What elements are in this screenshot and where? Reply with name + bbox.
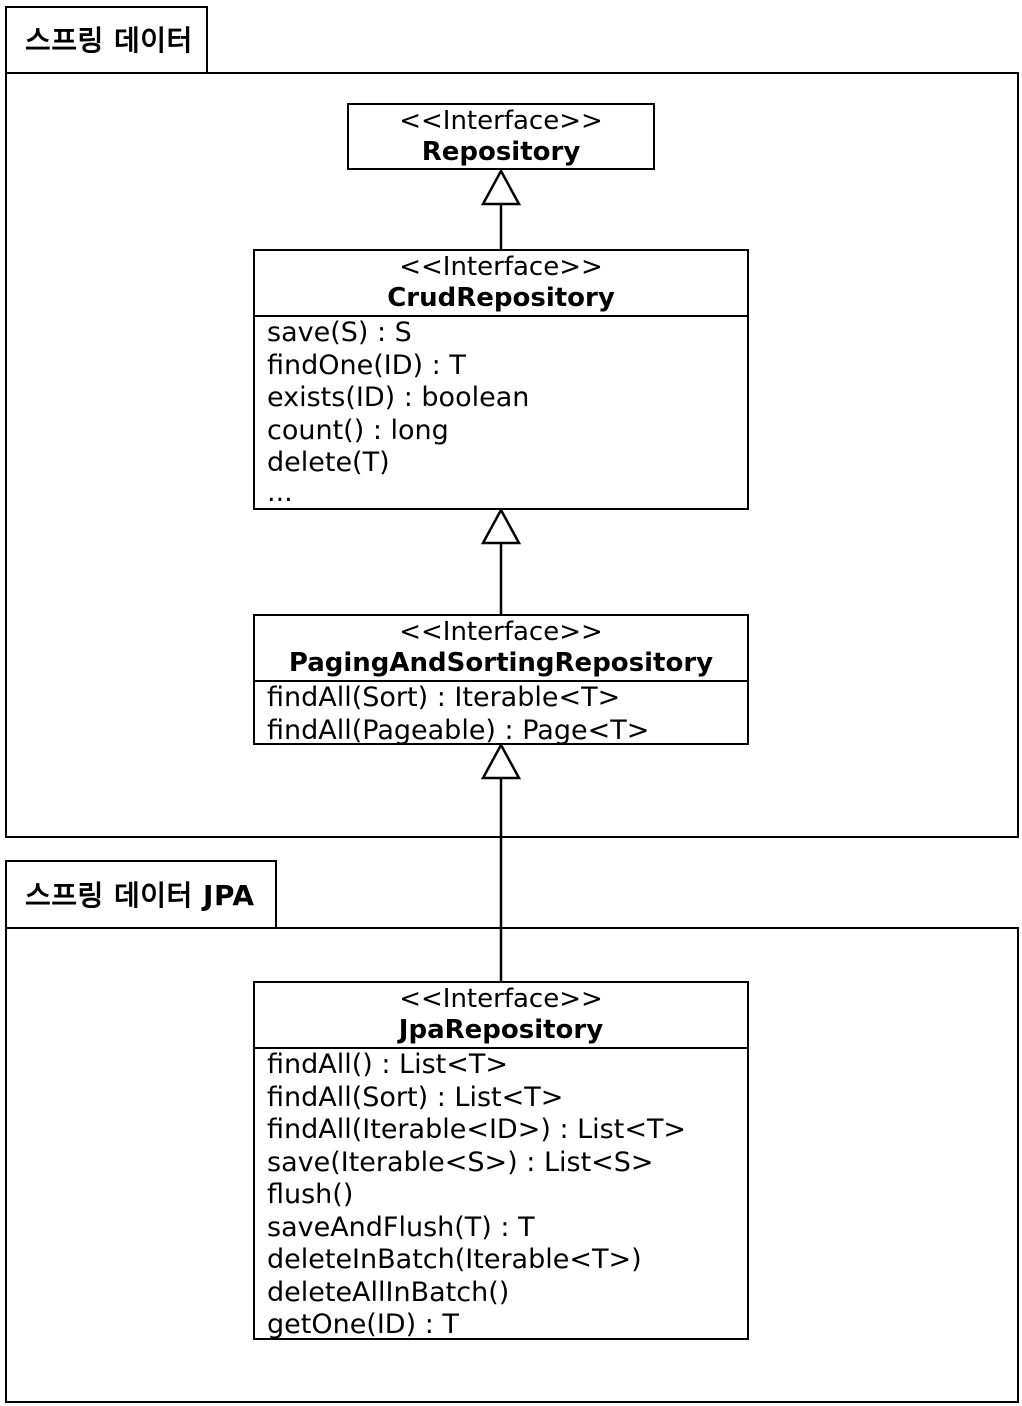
package-tab-spring-data-jpa: 스프링 데이터 JPA (5, 860, 277, 929)
class-repository[interactable]: <<Interface>> Repository (347, 103, 655, 170)
stereotype-label: <<Interface>> (399, 252, 603, 282)
method-item: save(S) : S (267, 317, 412, 348)
method-item: getOne(ID) : T (267, 1309, 459, 1340)
inheritance-arrow-paging-to-crud (480, 507, 522, 545)
method-item: findAll() : List<T> (267, 1049, 508, 1080)
method-item: findAll(Iterable<ID>) : List<T> (267, 1114, 687, 1145)
stereotype-label: <<Interface>> (399, 106, 603, 136)
class-name-crud-repository: CrudRepository (387, 283, 615, 313)
method-list: findAll() : List<T> findAll(Sort) : List… (255, 1047, 747, 1342)
class-jpa-repository[interactable]: <<Interface>> JpaRepository findAll() : … (253, 981, 749, 1340)
class-header: <<Interface>> Repository (349, 105, 653, 168)
method-item: delete(T) (267, 447, 390, 478)
method-item: findOne(ID) : T (267, 349, 466, 381)
class-header: <<Interface>> PagingAndSortingRepository (255, 616, 747, 680)
class-name-jpa-repository: JpaRepository (398, 1015, 604, 1045)
method-item: findAll(Pageable) : Page<T> (267, 714, 650, 746)
stereotype-label: <<Interface>> (399, 984, 603, 1014)
method-item: deleteAllInBatch() (267, 1276, 510, 1308)
inheritance-arrow-crud-to-repository (480, 168, 522, 206)
class-paging-and-sorting-repository[interactable]: <<Interface>> PagingAndSortingRepository… (253, 614, 749, 747)
method-item: exists(ID) : boolean (267, 382, 530, 413)
method-item: deleteInBatch(Iterable<T>) (267, 1244, 642, 1275)
inheritance-arrow-jpa-to-paging (480, 742, 522, 780)
class-name-paging-and-sorting-repository: PagingAndSortingRepository (288, 648, 714, 678)
package-tab-spring-data: 스프링 데이터 (5, 6, 208, 74)
package-frame-spring-data (5, 72, 1019, 838)
class-crud-repository[interactable]: <<Interface>> CrudRepository save(S) : S… (253, 249, 749, 510)
method-item: save(Iterable<S>) : List<S> (267, 1146, 654, 1178)
method-item: saveAndFlush(T) : T (267, 1211, 535, 1243)
package-frame-spring-data-jpa (5, 927, 1019, 1403)
class-name-repository: Repository (421, 137, 581, 167)
method-item: count() : long (267, 414, 449, 446)
package-title-spring-data-jpa: 스프링 데이터 JPA (25, 878, 255, 912)
method-item: findAll(Sort) : Iterable<T> (267, 682, 621, 713)
method-list: findAll(Sort) : Iterable<T> findAll(Page… (255, 680, 747, 747)
method-item: ... (267, 476, 293, 508)
class-header: <<Interface>> CrudRepository (255, 251, 747, 315)
package-title-spring-data: 스프링 데이터 (25, 24, 193, 57)
class-header: <<Interface>> JpaRepository (255, 983, 747, 1047)
method-item: flush() (267, 1179, 354, 1210)
method-item: findAll(Sort) : List<T> (267, 1081, 564, 1113)
method-list: save(S) : S findOne(ID) : T exists(ID) :… (255, 315, 747, 506)
stereotype-label: <<Interface>> (399, 617, 603, 647)
